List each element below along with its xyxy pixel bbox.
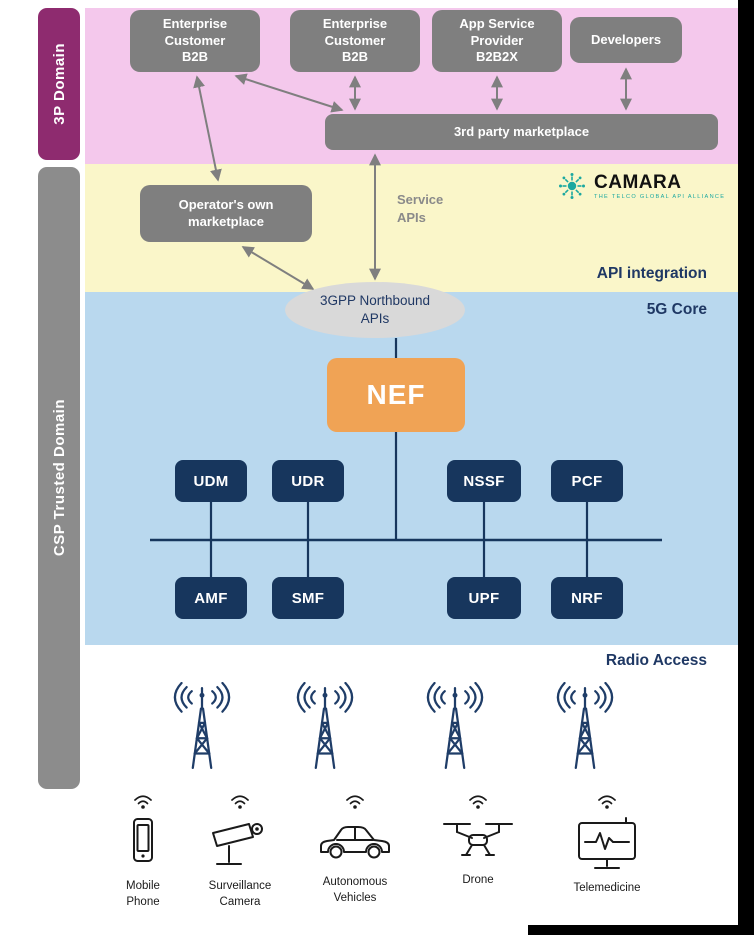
box-app-service-provider: App Service Provider B2B2X	[432, 10, 562, 72]
heading-5g-core: 5G Core	[646, 301, 707, 318]
wifi-icon	[231, 795, 249, 809]
box-nef: NEF	[327, 358, 465, 432]
box-smf: SMF	[272, 577, 344, 619]
sidebar-csp-trusted-domain: CSP Trusted Domain	[38, 167, 80, 789]
radio-tower-icon	[408, 682, 502, 774]
box-udr: UDR	[272, 460, 344, 502]
box-developers: Developers	[570, 17, 682, 63]
heading-api-integration: API integration	[596, 265, 707, 282]
box-upf: UPF	[447, 577, 521, 619]
car-icon	[320, 826, 390, 859]
box-enterprise-customer-1: Enterprise Customer B2B	[130, 10, 260, 72]
device-drone: Drone	[430, 792, 526, 889]
box-pcf: PCF	[551, 460, 623, 502]
device-label: Telemedicine	[573, 882, 641, 894]
wifi-icon	[134, 795, 152, 809]
device-mobile-phone: Mobile Phone	[95, 792, 191, 910]
device-label: Mobile Phone	[126, 880, 160, 908]
device-label: Autonomous Vehicles	[322, 876, 388, 904]
sidebar-3p-domain: 3P Domain	[38, 8, 80, 160]
box-amf: AMF	[175, 577, 247, 619]
bottom-black-strip	[528, 925, 738, 935]
device-autonomous-vehicles: Autonomous Vehicles	[307, 792, 403, 906]
telemedicine-monitor-icon	[578, 817, 636, 869]
sidebar-csp-trusted-domain-label: CSP Trusted Domain	[50, 399, 68, 557]
radio-tower-icon	[538, 682, 632, 774]
box-nssf: NSSF	[447, 460, 521, 502]
wifi-icon	[598, 795, 616, 809]
ellipse-3gpp-northbound-apis: 3GPP Northbound APIs	[285, 282, 465, 338]
wifi-icon	[469, 795, 487, 809]
camara-name: CAMARA	[594, 171, 682, 193]
camara-logo: CAMARA THE TELCO GLOBAL API ALLIANCE	[556, 170, 725, 202]
device-label: Drone	[462, 874, 494, 886]
surveillance-camera-icon	[212, 823, 263, 865]
box-udm: UDM	[175, 460, 247, 502]
wifi-icon	[346, 795, 364, 809]
box-operator-marketplace: Operator's own marketplace	[140, 185, 312, 242]
mobile-phone-icon	[133, 818, 153, 862]
box-enterprise-customer-2: Enterprise Customer B2B	[290, 10, 420, 72]
radio-tower-icon	[155, 682, 249, 774]
box-3rd-party-marketplace: 3rd party marketplace	[325, 114, 718, 150]
camara-logo-icon	[559, 173, 585, 199]
camara-logo-text: CAMARA THE TELCO GLOBAL API ALLIANCE	[594, 173, 725, 200]
right-black-strip	[738, 0, 754, 935]
radio-tower-icon	[278, 682, 372, 774]
camara-tagline: THE TELCO GLOBAL API ALLIANCE	[594, 193, 726, 200]
box-nrf: NRF	[551, 577, 623, 619]
drone-icon	[443, 823, 513, 856]
heading-radio-access: Radio Access	[605, 652, 707, 669]
device-surveillance-camera: Surveillance Camera	[192, 792, 288, 910]
sidebar-3p-domain-label: 3P Domain	[50, 43, 68, 125]
device-label: Surveillance Camera	[208, 880, 272, 908]
device-telemedicine: Telemedicine	[559, 792, 655, 897]
service-apis-label: Service APIs	[397, 192, 444, 226]
